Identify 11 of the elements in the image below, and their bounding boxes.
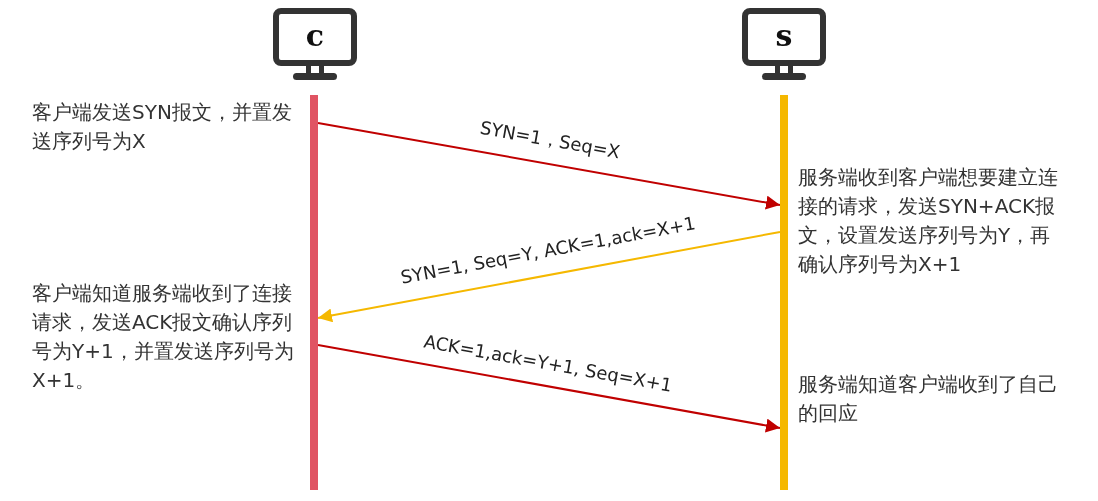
- lifeline: [780, 95, 788, 490]
- node-label: s: [775, 20, 793, 52]
- lifeline: [310, 95, 318, 490]
- node-label: c: [305, 20, 325, 52]
- note-text: 服务端知道客户端收到了自己的回应: [798, 371, 1059, 427]
- arrow: [317, 344, 781, 433]
- note-text: 客户端发送SYN报文，并置发送序列号为X: [32, 99, 293, 155]
- note-text: 服务端收到客户端想要建立连接的请求，发送SYN+ACK报文，设置发送序列号为Y，再确认序列号为X+1: [798, 164, 1059, 278]
- arrow: [317, 122, 781, 210]
- arrow: [317, 231, 781, 323]
- note-text: 客户端知道服务端收到了连接请求，发送ACK报文确认序列号为Y+1，并置发送序列号为X+1。: [32, 280, 295, 394]
